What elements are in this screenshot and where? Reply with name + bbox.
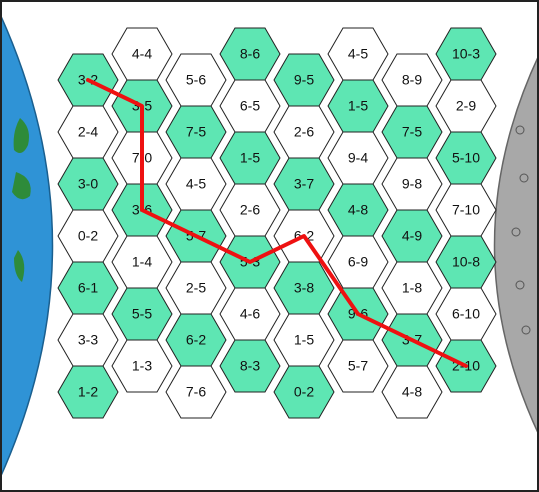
hex-cell[interactable]: 2-9	[435, 79, 497, 133]
hex-label: 6-10	[452, 306, 480, 322]
hex-cell[interactable]: 5-5	[111, 287, 173, 341]
hex-label: 2-6	[294, 124, 314, 140]
hex-label: 1-2	[78, 384, 98, 400]
hex-cell[interactable]: 4-6	[219, 287, 281, 341]
hex-label: 9-4	[348, 150, 368, 166]
hex-label: 4-6	[240, 306, 260, 322]
hex-cell[interactable]: 0-2	[57, 209, 119, 263]
hex-cell[interactable]: 4-4	[111, 27, 173, 81]
hex-cell[interactable]: 10-3	[435, 27, 497, 81]
hex-label: 1-5	[348, 98, 368, 114]
left-planet-landmass	[14, 250, 25, 282]
hex-cell[interactable]: 9-8	[381, 157, 443, 211]
hex-label: 4-5	[186, 176, 206, 192]
hex-label: 3-0	[78, 176, 98, 192]
hex-label: 10-3	[452, 46, 480, 62]
hex-label: 4-5	[348, 46, 368, 62]
hex-tile	[327, 339, 389, 393]
hex-tile	[57, 365, 119, 419]
hex-label: 2-6	[240, 202, 260, 218]
hex-label: 8-3	[240, 358, 260, 374]
hex-cell[interactable]: 8-3	[219, 339, 281, 393]
hex-label: 4-8	[348, 202, 368, 218]
hex-label: 2-9	[456, 98, 476, 114]
hex-cell[interactable]: 7-6	[165, 365, 227, 419]
hex-cell[interactable]: 6-10	[435, 287, 497, 341]
hex-label: 6-5	[240, 98, 260, 114]
right-planet-crater	[515, 280, 525, 290]
hex-label: 1-5	[240, 150, 260, 166]
hex-label: 7-10	[452, 202, 480, 218]
left-planet-ocean	[0, 13, 54, 479]
hex-cell[interactable]: 2-6	[219, 183, 281, 237]
hex-label: 6-9	[348, 254, 368, 270]
hex-label: 6-2	[186, 332, 206, 348]
right-planet-surface	[493, 54, 539, 436]
hex-cell[interactable]: 0-2	[273, 365, 335, 419]
hex-label: 4-4	[132, 46, 152, 62]
hex-label: 7-5	[186, 124, 206, 140]
hex-label: 7-5	[402, 124, 422, 140]
hex-tile	[273, 365, 335, 419]
hex-label: 10-8	[452, 254, 480, 270]
hex-label: 2-4	[78, 124, 98, 140]
hex-cell[interactable]: 2-4	[57, 105, 119, 159]
right-planet-crater	[521, 325, 531, 335]
hex-cell[interactable]: 7-5	[381, 105, 443, 159]
hex-cell[interactable]: 6-5	[219, 79, 281, 133]
hex-cell[interactable]: 4-8	[381, 365, 443, 419]
hex-label: 5-7	[348, 358, 368, 374]
hex-label: 1-4	[132, 254, 152, 270]
hex-label: 5-5	[132, 306, 152, 322]
hex-cell[interactable]: 6-2	[165, 313, 227, 367]
hex-grid: 3-22-43-00-26-13-31-24-43-57-03-61-45-51…	[57, 27, 497, 419]
hex-tile	[111, 339, 173, 393]
hex-cell[interactable]: 3-7	[273, 157, 335, 211]
hex-cell[interactable]: 9-4	[327, 131, 389, 185]
hex-label: 4-9	[402, 228, 422, 244]
hex-label: 3-7	[294, 176, 314, 192]
right-planet-crater	[511, 227, 521, 237]
hex-label: 1-3	[132, 358, 152, 374]
hex-label: 2-5	[186, 280, 206, 296]
left-planet	[0, 13, 54, 479]
right-planet-crater	[519, 173, 529, 183]
hex-cell[interactable]: 2-5	[165, 261, 227, 315]
hex-cell[interactable]: 8-9	[381, 53, 443, 107]
hex-cell[interactable]: 1-3	[111, 339, 173, 393]
hex-label: 5-10	[452, 150, 480, 166]
hex-label: 0-2	[294, 384, 314, 400]
hex-cell[interactable]: 5-10	[435, 131, 497, 185]
hex-cell[interactable]: 1-2	[57, 365, 119, 419]
hex-label: 7-6	[186, 384, 206, 400]
hex-label: 8-6	[240, 46, 260, 62]
hex-cell[interactable]: 5-6	[165, 53, 227, 107]
hex-cell[interactable]: 3-3	[57, 313, 119, 367]
hex-tile	[165, 365, 227, 419]
left-planet-landmass	[12, 172, 31, 200]
right-planet	[493, 54, 539, 436]
hex-label: 1-5	[294, 332, 314, 348]
route-path	[86, 78, 468, 368]
hex-cell[interactable]: 9-5	[273, 53, 335, 107]
right-planet-crater	[515, 125, 525, 135]
hex-label: 3-3	[78, 332, 98, 348]
hex-tile	[219, 339, 281, 393]
hex-label: 3-8	[294, 280, 314, 296]
hex-cell[interactable]: 4-9	[381, 209, 443, 263]
left-planet-landmass	[13, 118, 29, 154]
hex-label: 6-1	[78, 280, 98, 296]
hex-label: 5-6	[186, 72, 206, 88]
hex-label: 9-5	[294, 72, 314, 88]
hex-label: 1-8	[402, 280, 422, 296]
hex-label: 0-2	[78, 228, 98, 244]
hex-cell[interactable]: 5-7	[327, 339, 389, 393]
hex-tile	[381, 365, 443, 419]
hex-cell[interactable]: 3-8	[273, 261, 335, 315]
hex-label: 4-8	[402, 384, 422, 400]
hex-label: 8-9	[402, 72, 422, 88]
hex-label: 9-8	[402, 176, 422, 192]
